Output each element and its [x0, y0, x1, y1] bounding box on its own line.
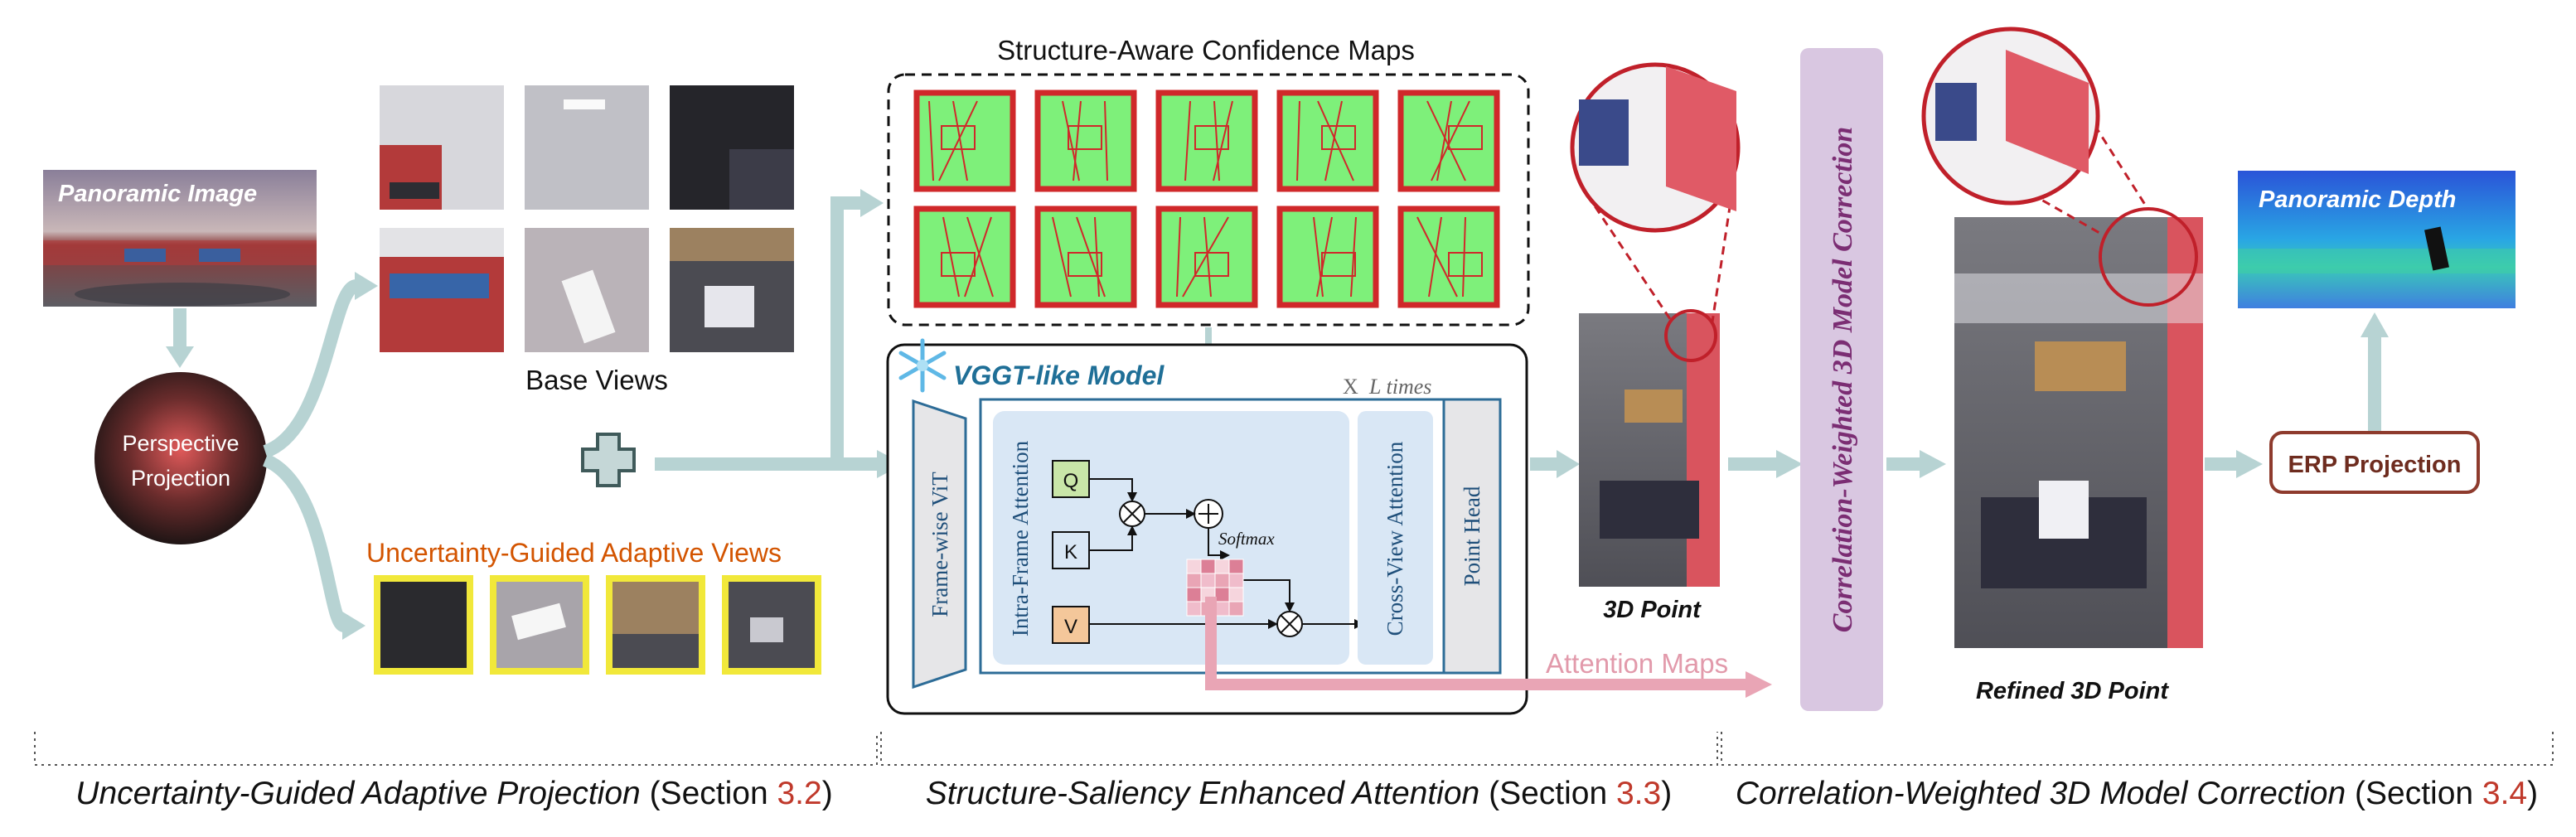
vggt-model-box: VGGT-like Model X L times Frame-wise ViT…: [886, 338, 1528, 715]
attention-matrix-cell: [1200, 573, 1216, 588]
framewise-vit-label: Frame-wise ViT: [927, 472, 952, 617]
cross-view-label: Cross-View Attention: [1382, 441, 1407, 636]
point-head-block: [1442, 398, 1502, 675]
arrow-to-adaptive-views: [262, 453, 347, 632]
confidence-map-thumb: [913, 90, 1016, 192]
v-label: V: [1064, 616, 1077, 638]
attention-maps-arrow-head: [1746, 671, 1772, 698]
k-box: [1052, 531, 1090, 569]
perspective-label-1: Perspective: [122, 431, 239, 456]
confidence-map-thumb: [1397, 206, 1500, 308]
cross-view-attention-block: [1358, 411, 1433, 665]
plus-icon: [581, 433, 636, 487]
attention-maps-arrow: [1205, 597, 1747, 690]
confidence-map-thumb: [1397, 90, 1500, 192]
attention-matrix-cell: [1186, 559, 1202, 574]
framewise-vit-block: [912, 399, 967, 689]
panoramic-image-label: Panoramic Image: [58, 181, 257, 207]
confidence-maps-grid: [913, 90, 1500, 308]
attention-matrix-cell: [1228, 601, 1244, 617]
point-head-label: Point Head: [1460, 486, 1484, 586]
confidence-maps-frame: [887, 73, 1530, 327]
confidence-map-thumb: [1034, 90, 1137, 192]
k-label: K: [1064, 541, 1077, 564]
confidence-map-thumb: [1155, 206, 1258, 308]
arrow-erp-to-depth-head: [2361, 312, 2389, 337]
attention-matrix-cell: [1228, 573, 1244, 588]
perspective-projection-sphere: Perspective Projection: [94, 372, 267, 544]
confidence-map-thumb: [913, 206, 1016, 308]
attention-matrix-icon: [1186, 559, 1244, 617]
arrow-refined-to-erp-head: [2236, 450, 2263, 478]
panoramic-depth: Panoramic Depth: [2238, 171, 2515, 308]
correction-bar: [1800, 48, 1883, 711]
arrow-to-base-views-head: [355, 272, 378, 300]
arrow-point-to-correction-head: [1776, 450, 1803, 478]
attention-matrix-cell: [1186, 587, 1202, 602]
section-braces: [34, 732, 2554, 766]
times-label: L times: [1368, 375, 1431, 399]
confidence-map-thumb: [1155, 90, 1258, 192]
confidence-map-thumb: [1034, 206, 1137, 308]
refined-point-cloud: Refined 3D Point: [1921, 27, 2203, 704]
q-box: [1052, 460, 1090, 498]
arrow-correction-to-refined-head: [1920, 450, 1946, 478]
times-x: X: [1343, 375, 1358, 399]
softmax-label: Softmax: [1218, 529, 1275, 549]
point-label: 3D Point: [1603, 597, 1702, 623]
confidence-maps-title: Structure-Aware Confidence Maps: [997, 35, 1415, 65]
base-views-label: Base Views: [525, 365, 668, 395]
section-label-3: Correlation-Weighted 3D Model Correction…: [1736, 776, 2538, 811]
erp-label: ERP Projection: [2288, 452, 2462, 478]
pano-depth-label: Panoramic Depth: [2259, 186, 2457, 213]
attention-matrix-cell: [1228, 559, 1244, 574]
attention-matrix-cell: [1186, 601, 1202, 617]
attention-matrix-cell: [1200, 559, 1216, 574]
perspective-label-2: Projection: [131, 466, 230, 491]
arrow-to-confidence: [830, 196, 862, 464]
arrow-to-base-views: [262, 279, 359, 458]
refined-label: Refined 3D Point: [1976, 678, 2169, 704]
intra-frame-label: Intra-Frame Attention: [1008, 440, 1033, 636]
point-cloud-3d: 3D Point: [1570, 62, 1741, 623]
attention-matrix-cell: [1228, 587, 1244, 602]
model-title: VGGT-like Model: [953, 360, 1165, 390]
section-label-1: Uncertainty-Guided Adaptive Projection (…: [75, 776, 832, 811]
attention-matrix-cell: [1214, 587, 1230, 602]
panoramic-image: Panoramic Image: [43, 170, 317, 307]
attention-maps-label: Attention Maps: [1546, 648, 1728, 679]
erp-projection-box: [2269, 431, 2480, 494]
arrow-to-adaptive-views-head: [342, 612, 366, 640]
confidence-map-thumb: [1276, 90, 1379, 192]
arrow-to-confidence-head: [860, 189, 884, 217]
attention-matrix-cell: [1214, 601, 1230, 617]
section-label-2: Structure-Saliency Enhanced Attention (S…: [926, 776, 1672, 811]
base-views-grid: Base Views: [380, 85, 794, 395]
adaptive-views-row: [374, 575, 821, 675]
adaptive-views-label: Uncertainty-Guided Adaptive Views: [366, 538, 782, 568]
attention-matrix-cell: [1186, 573, 1202, 588]
correction-vertical-label: Correlation-Weighted 3D Model Correction: [1828, 127, 1858, 632]
attention-matrix-cell: [1214, 573, 1230, 588]
arrow-model-to-point-head: [1557, 450, 1580, 478]
arrow-pano-to-persp-head: [166, 346, 194, 368]
attention-matrix-cell: [1214, 559, 1230, 574]
snowflake-icon: [898, 338, 947, 393]
q-label: Q: [1063, 470, 1079, 492]
confidence-map-thumb: [1276, 206, 1379, 308]
